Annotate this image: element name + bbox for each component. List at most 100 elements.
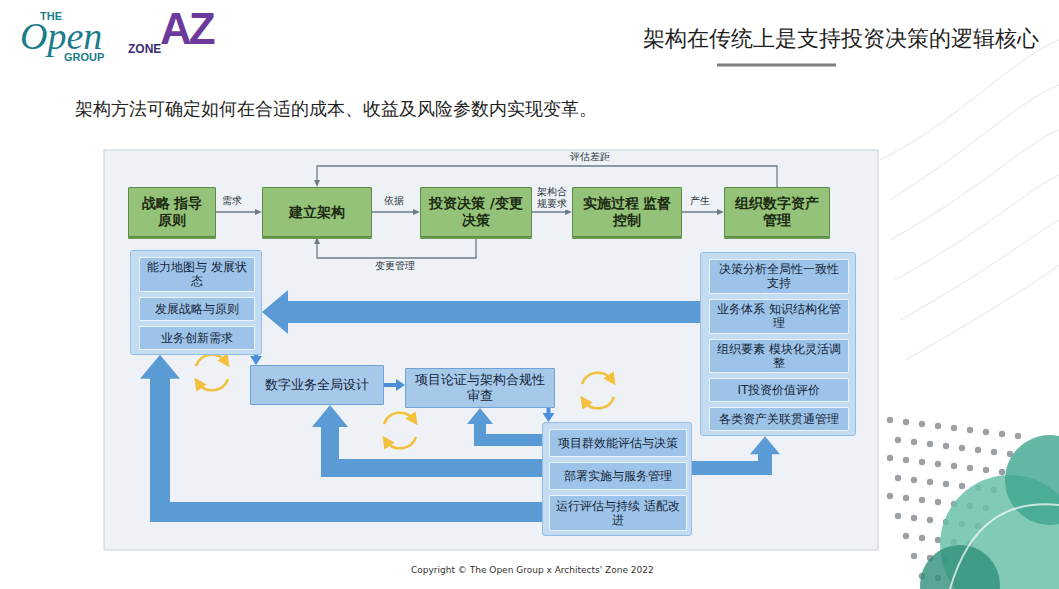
process-box: 数字业务全局设计 [250,365,384,405]
pattern-dot [911,553,917,559]
arrowhead [750,436,780,454]
connector-line [287,301,700,323]
process-box: 实施过程 监督控制 [572,187,682,237]
process-box: 项目论证与架构合规性审查 [405,368,555,408]
arrowhead [312,405,348,427]
pattern-dot [1015,433,1021,439]
pattern-dot [935,461,941,467]
connector-line [532,211,566,212]
node-text: 部署实施与服务管理 [564,469,672,483]
process-box: 投资决策 /变更决策 [420,187,532,237]
arrowhead [255,209,262,215]
logo-text: ZONE [128,42,161,56]
background-arc [890,130,1059,240]
logo-text: GROUP [64,51,104,63]
background-arc [905,265,1059,360]
pattern-dot [927,517,933,523]
node-text: 数字业务全局设计 [265,377,369,393]
subtitle: 架构方法可确定如何在合适的成本、收益及风险参数内实现变革。 [75,97,597,121]
background-arc [895,175,1059,280]
pattern-dot [967,465,973,471]
cycle-arrow [196,355,226,366]
background-arc [890,85,1059,200]
feedback-arrow [312,405,542,468]
item-box: 运行评估与持续 适配改进 [549,495,687,531]
node-text: 业务创新需求 [161,331,233,345]
connector-line [317,237,476,258]
arrowhead [717,209,724,215]
pattern-dot [959,445,965,451]
process-box: 战略 指导原则 [128,187,216,237]
node-text: 能力地图与 发展状态 [144,260,250,289]
step-arrow [250,355,262,365]
pattern-dot [927,441,933,447]
item-box: 能力地图与 发展状态 [139,257,255,292]
item-box: 组织要素 模块化灵活调整 [709,339,849,374]
arrowhead [140,355,180,379]
arrowhead [314,237,320,244]
flow-arrow [682,209,724,215]
leaf-vein [950,504,1059,589]
pattern-dot [983,467,989,473]
pattern-dot [903,533,909,539]
leaf-graphic [920,435,1059,589]
edge-label: 变更管理 [374,260,416,272]
item-box: 发展战略与原则 [139,297,255,321]
arrowhead [467,408,493,424]
pattern-dot [903,495,909,501]
pattern-dot [895,513,901,519]
background-arcs [880,40,1059,360]
item-box: 业务体系 知识结构化管理 [709,299,849,334]
item-box: 部署实施与服务管理 [549,462,687,490]
pattern-dot [919,421,925,427]
pattern-dot [951,425,957,431]
pattern-dot [911,439,917,445]
node-text: 战略 指导原则 [135,195,209,229]
pattern-dot [911,477,917,483]
node-text: 项目群效能评估与决策 [558,436,678,450]
arrowhead [262,290,288,334]
pattern-dot [999,469,1005,475]
flow-arrow [314,166,777,187]
node-text: 项目论证与架构合规性审查 [412,372,548,403]
pattern-dot [887,455,893,461]
group-panel: 能力地图与 发展状态发展战略与原则业务创新需求 [130,250,262,355]
node-text: 发展战略与原则 [155,302,239,316]
edge-label: 依据 [383,195,405,207]
pattern-dot [887,417,893,423]
pattern-dot [887,493,893,499]
node-text: 业务体系 知识结构化管理 [714,302,844,331]
connector-line [480,423,542,440]
node-text: 决策分析全局性一致性 支持 [714,262,844,291]
item-box: 决策分析全局性一致性 支持 [709,259,849,294]
pattern-dot [975,447,981,453]
pattern-dot [919,459,925,465]
title-underline [717,64,836,67]
diagram-frame [104,150,878,550]
pattern-dot [951,463,957,469]
process-box: 组织数字资产 管理 [724,187,830,237]
step-arrow [543,408,555,422]
pattern-dot [919,497,925,503]
logo-mark: AZ [160,4,213,54]
flow-arrow [314,237,476,258]
pattern-dot [919,535,925,541]
pattern-dot [991,449,997,455]
arrowhead [543,413,555,422]
node-text: IT投资价值评价 [738,383,821,397]
pattern-dot [967,427,973,433]
connector-line [330,426,542,468]
pattern-dot [911,515,917,521]
background-arc [880,40,1059,160]
copyright: Copyright © The Open Group x Architects'… [411,565,654,575]
pattern-dot [983,429,989,435]
background-arc [900,220,1059,320]
pattern-dot [999,431,1005,437]
node-text: 组织要素 模块化灵活调整 [714,342,844,371]
feedback-arrow [262,290,700,334]
arrowhead [413,209,420,215]
node-text: 组织数字资产 管理 [731,195,823,229]
pattern-dot [895,437,901,443]
cycle-arrow [584,397,614,408]
item-box: 各类资产关联贯通管理 [709,407,849,431]
